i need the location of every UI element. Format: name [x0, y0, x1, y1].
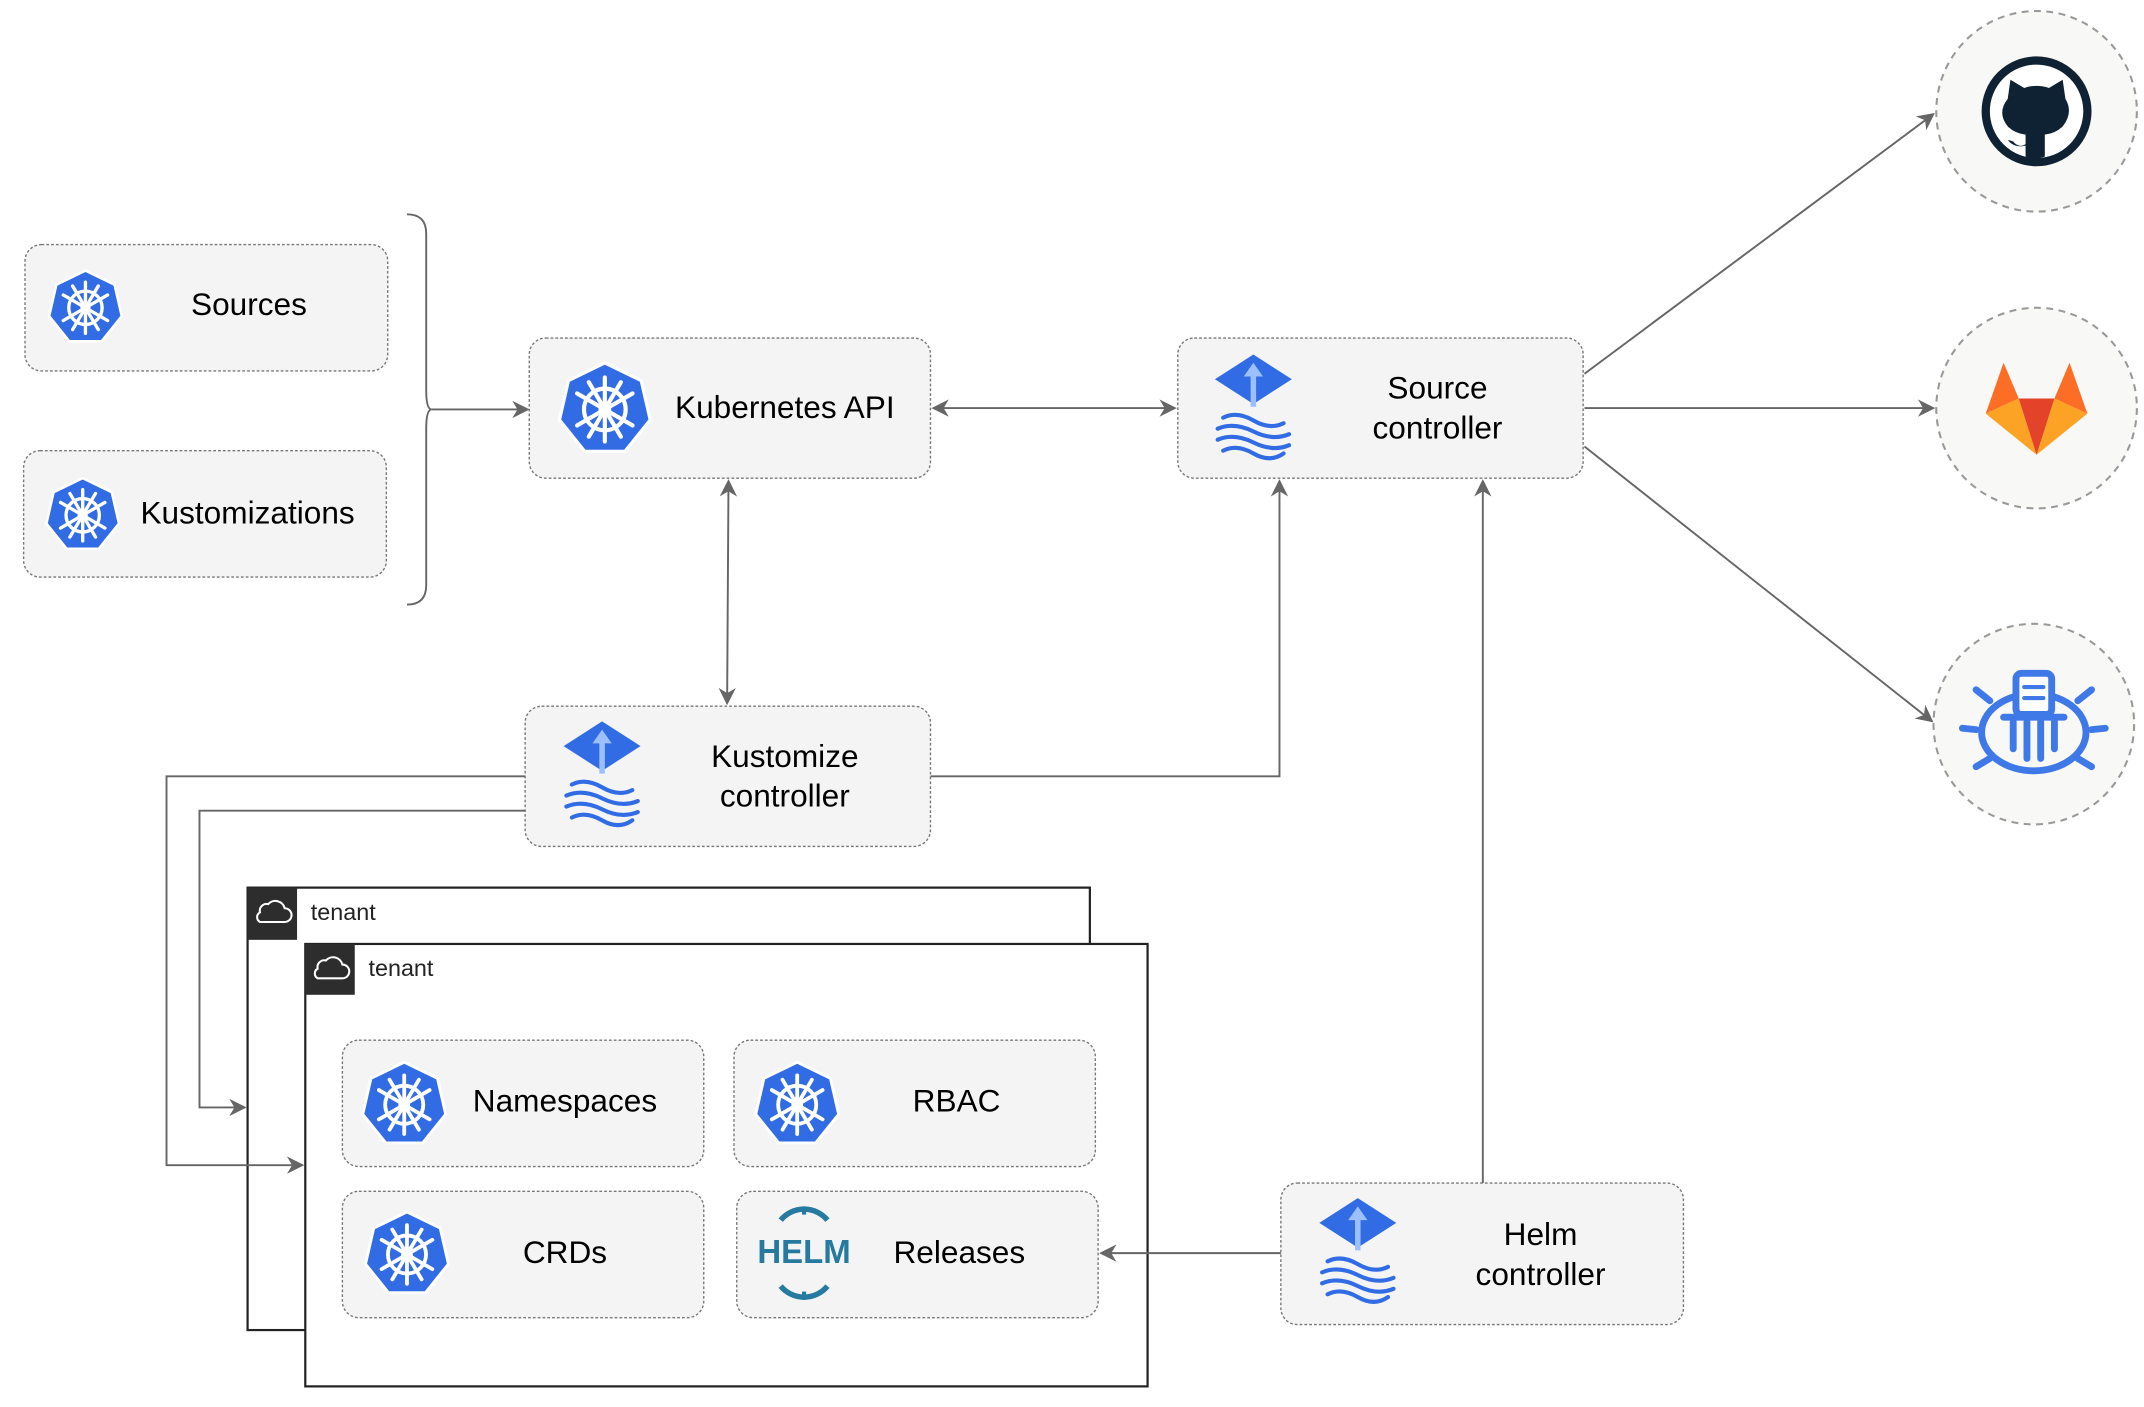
tenant-label: tenant	[369, 955, 434, 981]
node-sources[interactable]: Sources	[24, 243, 389, 372]
node-label: Kustomizations	[140, 495, 354, 531]
edge-api-kustomize-controller	[718, 479, 738, 706]
edge-kustomize-to-tenant-front	[165, 775, 526, 1174]
node-label-line2: controller	[720, 778, 850, 814]
node-label-line1: Helm	[1504, 1216, 1578, 1252]
cloud-icon	[256, 899, 293, 924]
node-label: RBAC	[913, 1083, 1001, 1119]
node-label: Namespaces	[473, 1083, 657, 1119]
helm-repository-source[interactable]	[1932, 622, 2136, 826]
cloud-icon-bg	[247, 887, 298, 940]
node-kubernetes-api[interactable]: Kubernetes API	[528, 337, 932, 479]
node-namespaces[interactable]: Namespaces	[341, 1039, 705, 1168]
node-label: CRDs	[523, 1234, 607, 1270]
grouping-brace	[406, 213, 432, 606]
edge-to-helm-repository	[1583, 445, 1934, 723]
cloud-icon-bg	[305, 943, 355, 995]
node-helm-controller[interactable]: Helm controller	[1280, 1182, 1685, 1326]
node-label-line2: controller	[1476, 1256, 1606, 1292]
edge-to-github	[1583, 113, 1935, 375]
helm-logo-text: HELM	[757, 1233, 850, 1270]
helm-icon: HELM	[757, 1206, 851, 1300]
node-label-line2: controller	[1373, 409, 1503, 445]
node-releases[interactable]: HELM Releases	[736, 1190, 1099, 1319]
node-kustomizations[interactable]: Kustomizations	[22, 449, 388, 578]
gitlab-icon	[1985, 362, 2088, 455]
helm-repository-icon	[1958, 669, 2109, 775]
tenant-label: tenant	[311, 899, 376, 925]
node-crds[interactable]: CRDs	[341, 1190, 705, 1319]
node-label-line1: Source	[1387, 370, 1487, 406]
edge-kustomize-to-tenant-back	[198, 809, 526, 1117]
gitlab-source[interactable]	[1935, 306, 2138, 510]
node-label-line1: Kustomize	[711, 738, 858, 774]
github-icon	[1981, 56, 2092, 167]
node-label: Kubernetes API	[675, 389, 895, 425]
github-source[interactable]	[1935, 9, 2138, 213]
edge-kustomize-to-source-controller	[930, 479, 1289, 778]
node-kustomize-controller[interactable]: Kustomize controller	[524, 705, 932, 848]
node-source-controller[interactable]: Source controller	[1177, 337, 1584, 479]
node-label: Sources	[191, 286, 307, 322]
node-label: Releases	[893, 1234, 1025, 1270]
cloud-icon	[313, 956, 351, 980]
node-rbac[interactable]: RBAC	[733, 1039, 1097, 1168]
